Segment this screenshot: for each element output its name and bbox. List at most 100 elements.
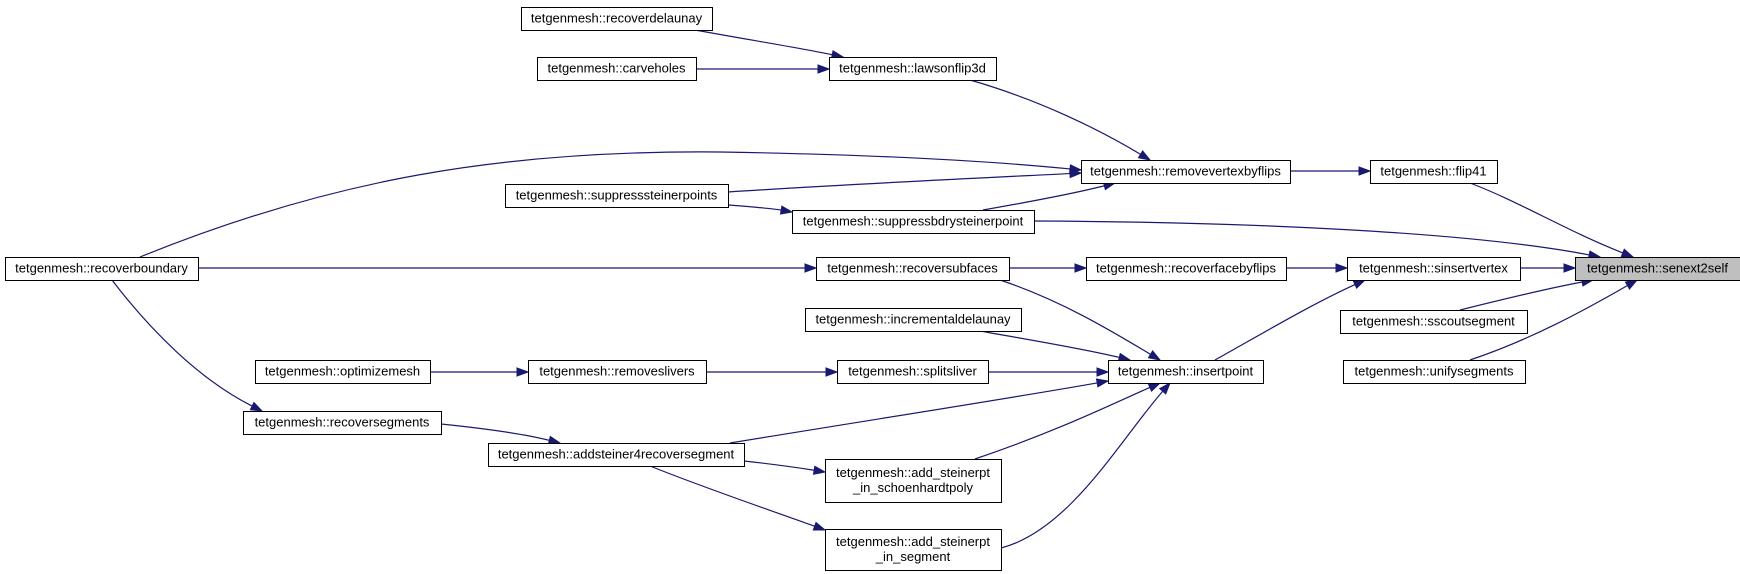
- node-carveholes[interactable]: tetgenmesh::carveholes: [537, 57, 697, 81]
- node-add_steinerpt_in_segment[interactable]: tetgenmesh::add_steinerpt_in_segment: [825, 529, 1002, 571]
- edge-line: [974, 386, 1151, 460]
- node-unifysegments[interactable]: tetgenmesh::unifysegments: [1343, 360, 1526, 384]
- node-box[interactable]: [825, 529, 1002, 571]
- edge-line: [649, 465, 815, 527]
- arrow-head: [1624, 279, 1639, 290]
- edge-line: [1000, 390, 1164, 549]
- edge-suppresssteinerpoints-to-suppressbdrysteinerpoint: [727, 204, 794, 215]
- node-box[interactable]: [1086, 257, 1287, 281]
- node-box[interactable]: [488, 443, 745, 467]
- edge-line: [729, 382, 1098, 444]
- edge-line: [727, 204, 782, 211]
- node-label: tetgenmesh::optimizemesh: [265, 364, 420, 379]
- node-box[interactable]: [829, 57, 997, 81]
- node-box[interactable]: [1081, 160, 1291, 184]
- edge-optimizemesh-to-removeslivers: [430, 367, 530, 377]
- arrow-head: [249, 401, 264, 412]
- arrow-head: [1069, 168, 1083, 179]
- node-flip41[interactable]: tetgenmesh::flip41: [1370, 160, 1498, 184]
- node-box[interactable]: [521, 7, 713, 31]
- node-box[interactable]: [805, 308, 1022, 332]
- edges-layer: [111, 29, 1639, 549]
- node-label: tetgenmesh::sinsertvertex: [1359, 261, 1508, 276]
- edge-add_steinerpt_in_segment-to-insertpoint: [1000, 381, 1171, 549]
- edge-line: [139, 151, 1071, 258]
- node-recoverdelaunay[interactable]: tetgenmesh::recoverdelaunay: [521, 7, 713, 31]
- node-box[interactable]: [825, 459, 1002, 503]
- edge-line: [982, 185, 1105, 211]
- edge-sinsertvertex-to-senext2self: [1520, 263, 1577, 273]
- node-box[interactable]: [1347, 257, 1521, 281]
- node-box[interactable]: [5, 257, 199, 281]
- node-box[interactable]: [1575, 257, 1740, 281]
- edge-line: [111, 279, 253, 407]
- arrow-head: [1096, 367, 1110, 377]
- node-removeslivers[interactable]: tetgenmesh::removeslivers: [528, 360, 707, 384]
- node-box[interactable]: [1343, 360, 1526, 384]
- node-label: _in_segment: [875, 549, 951, 564]
- node-sscoutsegment[interactable]: tetgenmesh::sscoutsegment: [1340, 310, 1528, 334]
- edge-carveholes-to-lawsonflip3d: [696, 64, 831, 74]
- node-box[interactable]: [528, 360, 707, 384]
- node-removevertexbyflips[interactable]: tetgenmesh::removevertexbyflips: [1081, 160, 1291, 184]
- edge-splitsliver-to-insertpoint: [988, 367, 1110, 377]
- edge-line: [979, 330, 1120, 359]
- node-recoverboundary[interactable]: tetgenmesh::recoverboundary: [5, 257, 199, 281]
- edge-suppressbdrysteinerpoint-to-removevertexbyflips: [982, 181, 1117, 211]
- node-recoversubfaces[interactable]: tetgenmesh::recoversubfaces: [816, 257, 1010, 281]
- node-label: tetgenmesh::recoverfacebyflips: [1096, 261, 1276, 276]
- node-label: tetgenmesh::flip41: [1380, 164, 1486, 179]
- node-box[interactable]: [1340, 310, 1528, 334]
- edge-add_steinerpt_in_schoenhardtpoly-to-insertpoint: [974, 382, 1162, 460]
- edge-line: [694, 29, 833, 56]
- edge-suppresssteinerpoints-to-removevertexbyflips: [727, 168, 1083, 193]
- edge-recoversegments-to-addsteiner4recoversegment: [440, 423, 562, 445]
- node-label: tetgenmesh::incrementaldelaunay: [815, 312, 1011, 327]
- arrow-head: [516, 367, 530, 377]
- arrow-head: [817, 64, 831, 74]
- node-box[interactable]: [537, 57, 697, 81]
- edge-addsteiner4recoversegment-to-add_steinerpt_in_segment: [649, 465, 827, 531]
- node-add_steinerpt_in_schoenhardtpoly[interactable]: tetgenmesh::add_steinerpt_in_schoenhardt…: [825, 459, 1002, 503]
- edge-line: [743, 460, 815, 471]
- node-recoversegments[interactable]: tetgenmesh::recoversegments: [243, 411, 442, 435]
- edge-addsteiner4recoversegment-to-insertpoint: [729, 378, 1110, 444]
- edge-line: [969, 79, 1141, 155]
- arrow-head: [1352, 279, 1367, 290]
- edge-line: [440, 423, 550, 441]
- node-box[interactable]: [1370, 160, 1498, 184]
- node-box[interactable]: [816, 257, 1010, 281]
- arrow-head: [812, 521, 827, 531]
- node-suppresssteinerpoints[interactable]: tetgenmesh::suppresssteinerpoints: [505, 184, 729, 208]
- node-box[interactable]: [505, 184, 729, 208]
- node-label: tetgenmesh::addsteiner4recoversegment: [498, 447, 735, 462]
- node-sinsertvertex[interactable]: tetgenmesh::sinsertvertex: [1347, 257, 1521, 281]
- node-box[interactable]: [792, 210, 1035, 234]
- node-box[interactable]: [837, 360, 989, 384]
- node-recoverfacebyflips[interactable]: tetgenmesh::recoverfacebyflips: [1086, 257, 1287, 281]
- node-box[interactable]: [255, 360, 431, 384]
- node-box[interactable]: [243, 411, 442, 435]
- edge-line: [727, 172, 1071, 193]
- arrow-head: [1137, 150, 1152, 161]
- node-label: _in_schoenhardtpoly: [852, 480, 973, 495]
- node-label: tetgenmesh::add_steinerpt: [836, 534, 990, 549]
- node-splitsliver[interactable]: tetgenmesh::splitsliver: [837, 360, 989, 384]
- node-label: tetgenmesh::recoversubfaces: [827, 261, 998, 276]
- node-label: tetgenmesh::recoverboundary: [15, 261, 188, 276]
- arrow-head: [1158, 381, 1171, 395]
- node-suppressbdrysteinerpoint[interactable]: tetgenmesh::suppressbdrysteinerpoint: [792, 210, 1035, 234]
- node-addsteiner4recoversegment[interactable]: tetgenmesh::addsteiner4recoversegment: [488, 443, 745, 467]
- node-insertpoint[interactable]: tetgenmesh::insertpoint: [1108, 360, 1264, 384]
- edge-incrementaldelaunay-to-insertpoint: [979, 330, 1132, 362]
- node-lawsonflip3d[interactable]: tetgenmesh::lawsonflip3d: [829, 57, 997, 81]
- edge-sscoutsegment-to-senext2self: [1459, 277, 1595, 311]
- node-incrementaldelaunay[interactable]: tetgenmesh::incrementaldelaunay: [805, 308, 1022, 332]
- arrow-head: [779, 205, 794, 215]
- node-senext2self[interactable]: tetgenmesh::senext2self: [1575, 257, 1740, 281]
- node-optimizemesh[interactable]: tetgenmesh::optimizemesh: [255, 360, 431, 384]
- node-box[interactable]: [1108, 360, 1264, 384]
- arrow-head: [1563, 263, 1577, 273]
- node-label: tetgenmesh::suppressbdrysteinerpoint: [803, 214, 1024, 229]
